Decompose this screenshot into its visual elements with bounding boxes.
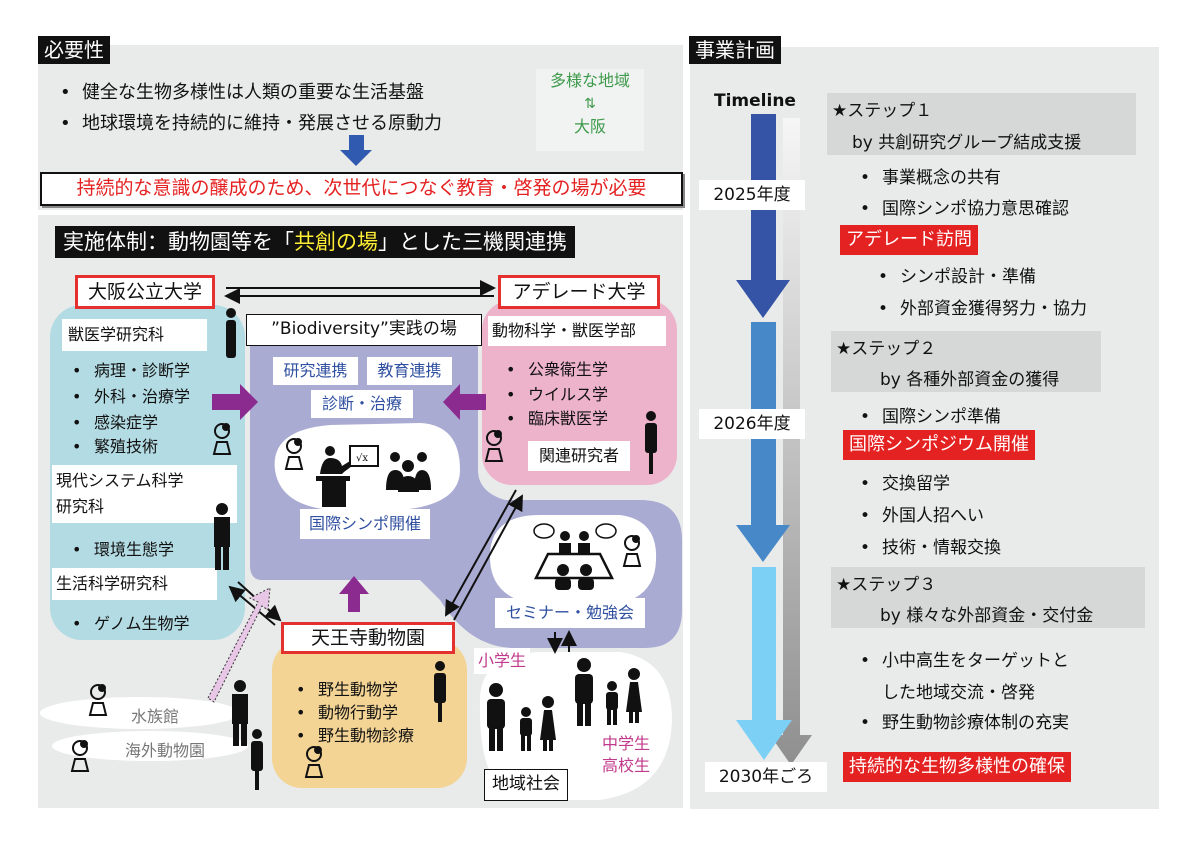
year-2025: 2025年度 — [699, 180, 805, 210]
step3-by: by 様々な外部資金・交付金 — [880, 606, 1094, 626]
step1-by: by 共創研究グループ結成支援 — [852, 133, 1082, 153]
step1-item-1: 事業概念の共有 — [860, 163, 1001, 188]
adelaide-dept-label: 動物科学・獣医学部 — [488, 316, 666, 346]
lifesci-item-1: ゲノム生物学 — [72, 610, 190, 634]
region-note-box: 多様な地域 ⇅ 大阪 — [536, 69, 644, 151]
swap-arrows-icon: ⇅ — [584, 96, 596, 112]
vet-item-4: 繁殖技術 — [72, 433, 158, 457]
aquarium-label: 水族館 — [131, 707, 180, 726]
zoo-item-3: 野生動物診療 — [296, 722, 414, 746]
step2-sub-item-3: 技術・情報交換 — [860, 533, 1001, 558]
hub-symposium-label: 国際シンポ開催 — [300, 509, 430, 539]
plan-title: 事業計画 — [689, 36, 781, 64]
adelaide-item-3: 臨床獣医学 — [506, 405, 608, 429]
hub-tag-research: 研究連携 — [273, 357, 358, 385]
hub-tag-diagnosis: 診断・治療 — [311, 390, 413, 418]
step1-sub-item-1: シンポ設計・準備 — [878, 262, 1036, 287]
year-2030: 2030年ごろ — [705, 762, 827, 792]
community-label: 地域社会 — [484, 769, 568, 801]
necessity-conclusion: 持続的な意識の醸成のため、次世代につなぐ教育・啓発の場が必要 — [76, 177, 647, 199]
dept-vet-label: 獣医学研究科 — [62, 319, 207, 351]
adelaide-item-1: 公衆衛生学 — [506, 356, 608, 380]
step1-milestone: アデレード訪問 — [840, 225, 978, 255]
osaka-univ-label: 大阪公立大学 — [75, 275, 215, 309]
step2-item-1: 国際シンポ準備 — [860, 402, 1001, 427]
step1-item-2: 国際シンポ協力意思確認 — [860, 194, 1069, 219]
step3-item-1: 小中高生をターゲットと — [860, 646, 1069, 671]
step2-sub-item-1: 交換留学 — [860, 469, 950, 494]
region-note-bottom: 大阪 — [573, 117, 606, 136]
step2-box — [831, 331, 1101, 392]
step3-box — [831, 567, 1145, 628]
step3-item-1-cont: した地域交流・啓発 — [882, 683, 1035, 703]
implementation-title-highlight: 共創の場 — [294, 230, 378, 254]
vet-item-2: 外科・治療学 — [72, 383, 190, 407]
step3-item-2: 野生動物診療体制の充実 — [860, 708, 1069, 733]
step3-milestone: 持続的な生物多様性の確保 — [843, 752, 1071, 782]
vet-item-3: 感染症学 — [72, 409, 158, 433]
dept-lifesci-label: 生活科学研究科 — [52, 568, 217, 600]
systems-item-1: 環境生態学 — [72, 536, 174, 560]
step3-title: ★ステップ３ — [836, 575, 937, 595]
zoo-label: 天王寺動物園 — [281, 622, 455, 654]
zoo-item-2: 動物行動学 — [296, 699, 398, 723]
necessity-bullet-2: 地球環境を持続的に維持・発展させる原動力 — [60, 109, 442, 135]
step1-title: ★ステップ１ — [832, 101, 933, 121]
step1-sub-item-2: 外部資金獲得努力・協力 — [878, 294, 1087, 319]
region-note-top: 多様な地域 — [549, 71, 630, 90]
elementary-label: 小学生 — [474, 648, 530, 674]
step1-box — [827, 93, 1136, 155]
adelaide-researchers-label: 関連研究者 — [528, 441, 630, 471]
zoo-item-1: 野生動物学 — [296, 676, 398, 700]
overseas-zoo-label: 海外動物園 — [125, 741, 206, 760]
implementation-title: 実施体制：動物園等を「共創の場」とした三機関連携 — [55, 226, 575, 258]
seminar-label: セミナー・勉強会 — [495, 598, 645, 628]
necessity-title: 必要性 — [38, 36, 110, 64]
vet-item-1: 病理・診断学 — [72, 357, 190, 381]
necessity-bullet-1: 健全な生物多様性は人類の重要な生活基盤 — [60, 78, 424, 104]
step2-title: ★ステップ２ — [836, 339, 937, 359]
hub-title-box: ”Biodiversity”実践の場 — [246, 314, 482, 346]
step2-milestone: 国際シンポジウム開催 — [843, 430, 1035, 460]
adelaide-univ-label: アデレード大学 — [498, 275, 660, 309]
year-2026: 2026年度 — [699, 409, 805, 439]
step2-by: by 各種外部資金の獲得 — [880, 370, 1060, 390]
hub-tag-education: 教育連携 — [367, 357, 452, 385]
adelaide-item-2: ウイルス学 — [506, 381, 608, 405]
middle-high-label: 中学生 高校生 — [602, 734, 651, 775]
step2-sub-item-2: 外国人招へい — [860, 501, 984, 526]
dept-systems-label: 現代システム科学 研究科 — [52, 465, 237, 523]
timeline-label: Timeline — [714, 91, 796, 111]
necessity-conclusion-box: 持続的な意識の醸成のため、次世代につなぐ教育・啓発の場が必要 — [40, 172, 683, 206]
